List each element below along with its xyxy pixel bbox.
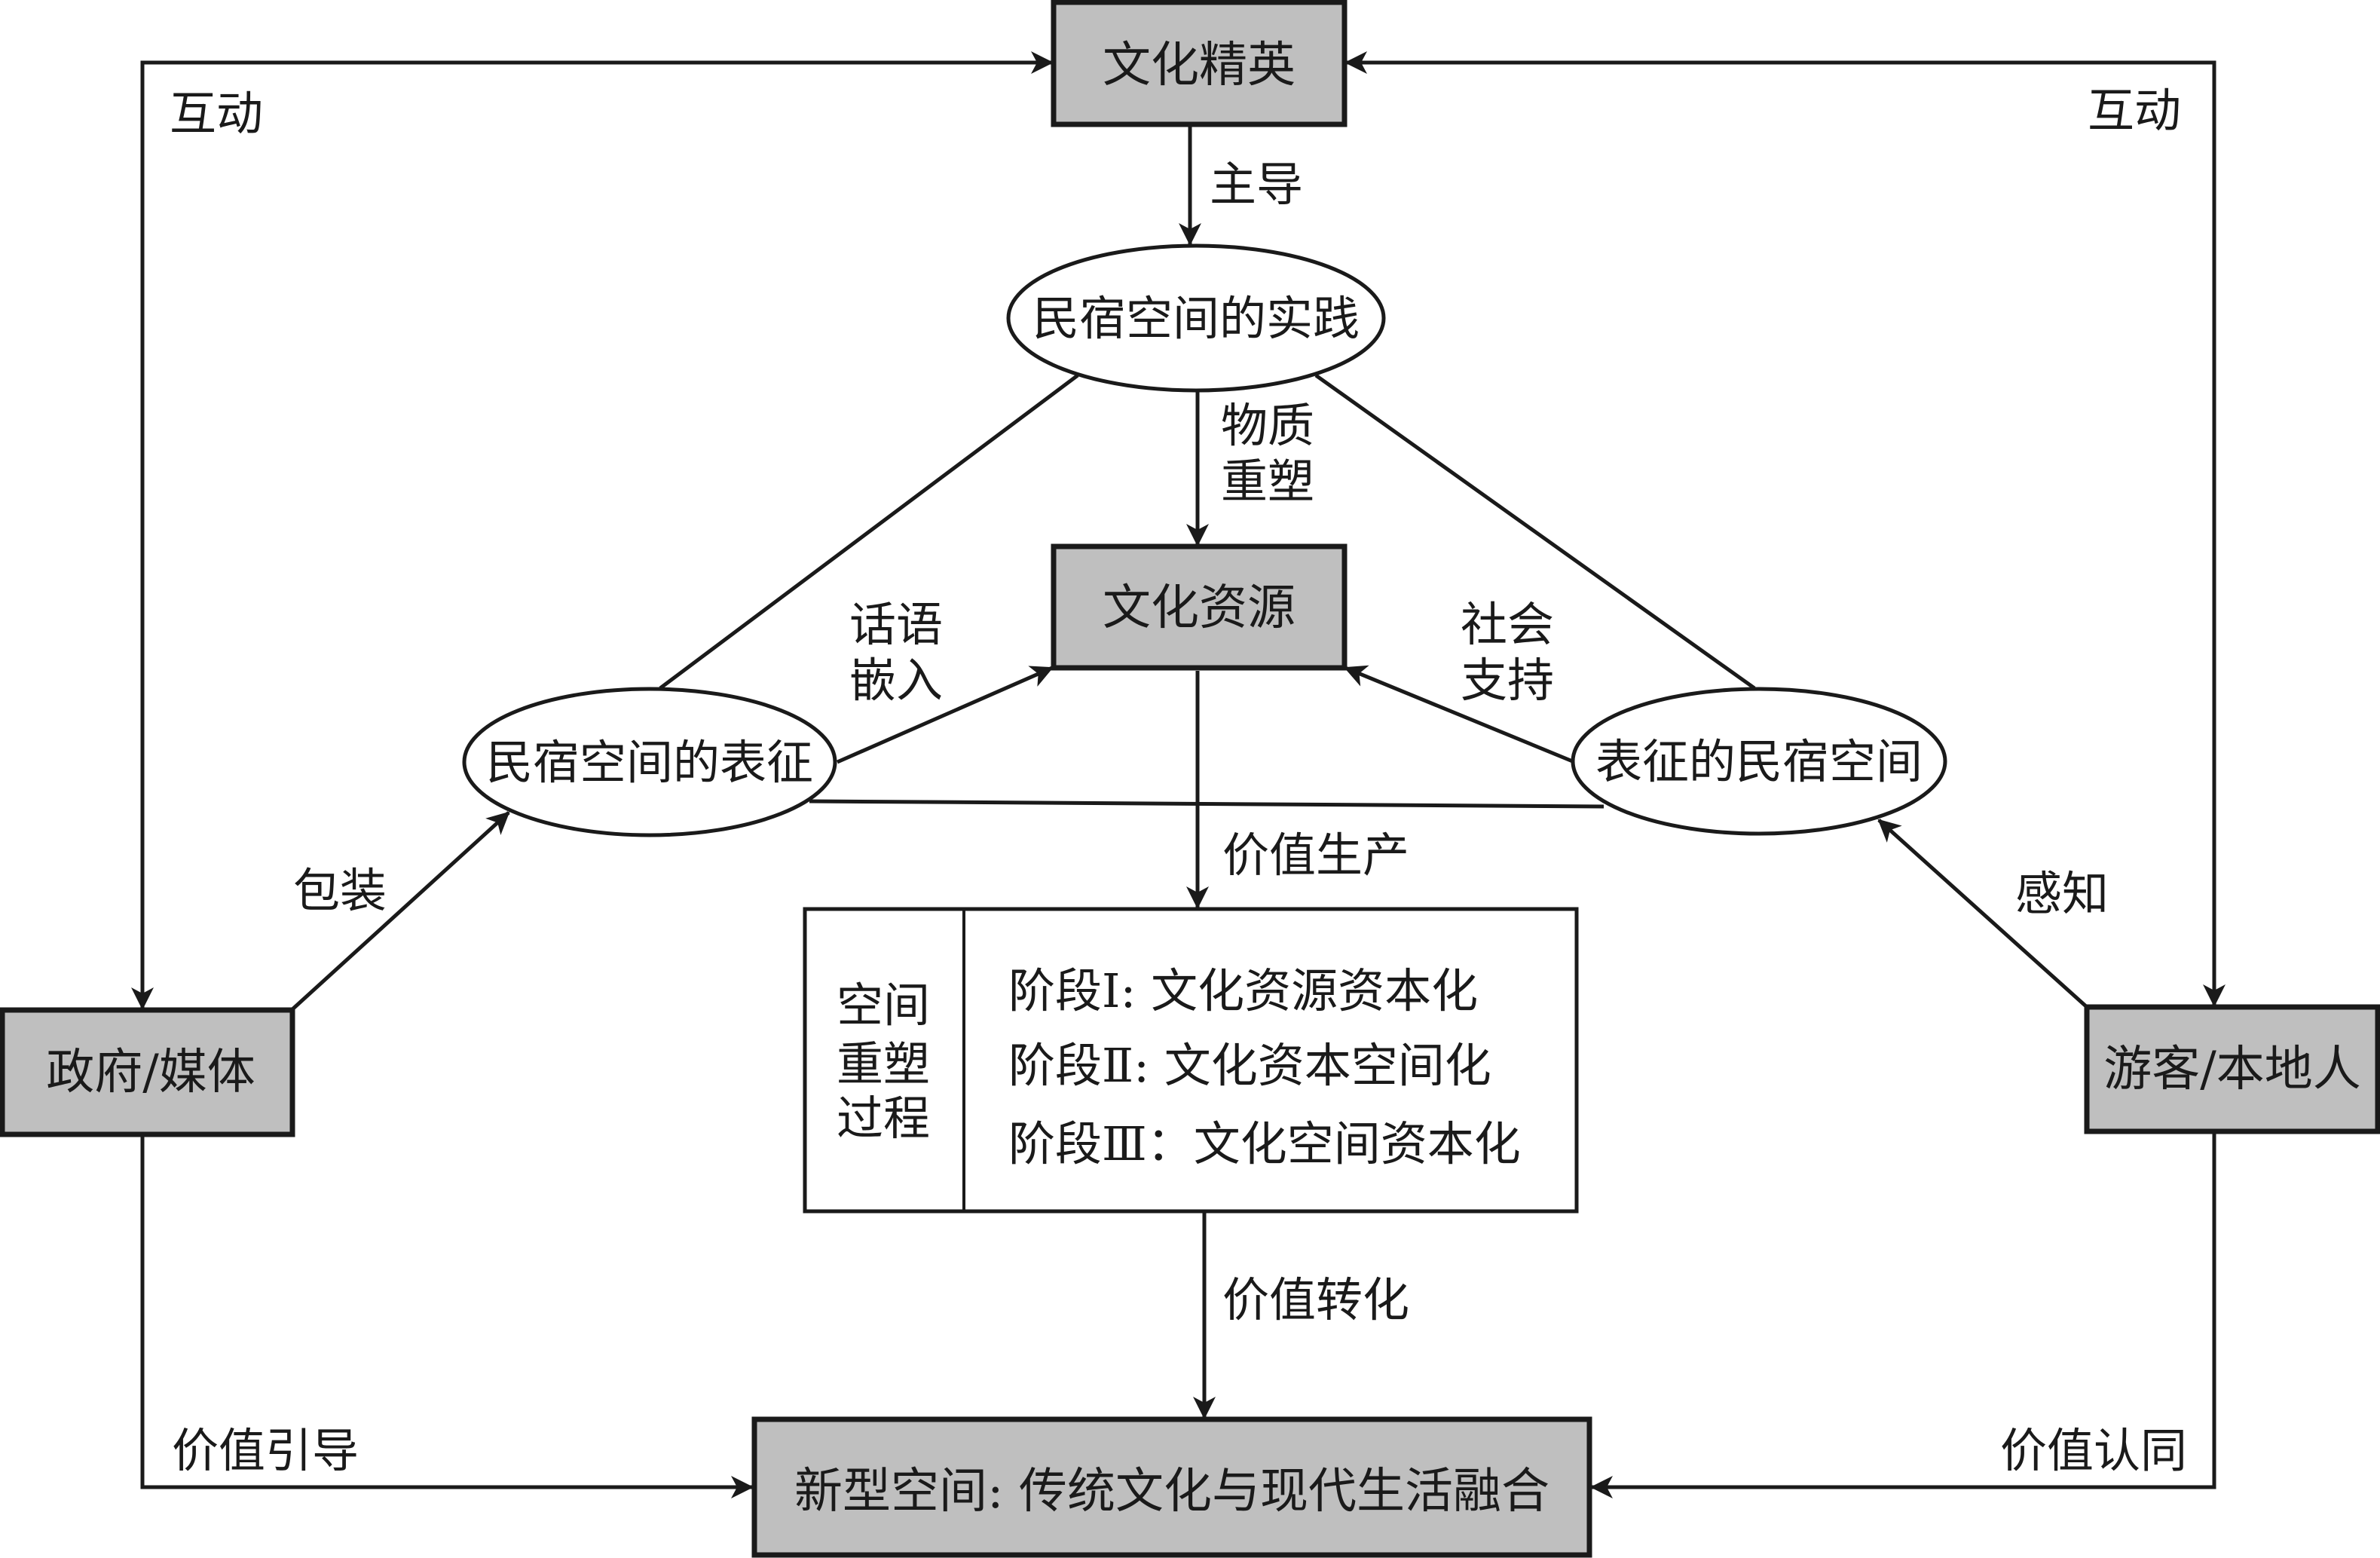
edge-elite-tourists [1346, 60, 2226, 1007]
label-social-support-2: 支持 [1461, 653, 1554, 708]
label-interaction-right: 互动 [2088, 83, 2181, 138]
node-cultural-elite[interactable]: 文化精英 [1051, 0, 1348, 127]
process-box[interactable]: 空间 重塑 过程 阶段Ⅰ: 文化资源资本化 阶段Ⅱ: 文化资本空间化 阶段Ⅲ：文… [803, 907, 1579, 1214]
node-representation-label: 民宿空间的表征 [486, 735, 813, 790]
label-packaging: 包装 [293, 863, 387, 918]
node-practice-label: 民宿空间的实践 [1032, 291, 1360, 346]
label-value-transformation: 价值转化 [1222, 1272, 1409, 1327]
node-tourists-locals[interactable]: 游客/本地人 [2084, 1004, 2380, 1134]
process-stage-2: 阶段Ⅱ: 文化资本空间化 [1008, 1038, 1491, 1093]
node-government-media[interactable]: 政府/媒体 [0, 1007, 295, 1137]
node-represented-space-label: 表征的民宿空间 [1595, 734, 1923, 789]
edge-practice-representation [659, 373, 1079, 690]
process-title-line-2: 重塑 [837, 1036, 930, 1091]
process-title-line-1: 空间 [837, 978, 930, 1033]
edge-practice-represented-space [1314, 373, 1756, 690]
label-value-recognition: 价值认同 [2000, 1423, 2187, 1478]
process-title-line-3: 过程 [837, 1091, 930, 1146]
label-material-reshape-1: 物质 [1221, 398, 1314, 453]
node-tourists-locals-label: 游客/本地人 [2103, 1042, 2361, 1097]
edge-social-support [1344, 665, 1575, 764]
label-social-support-1: 社会 [1461, 597, 1554, 652]
node-cultural-elite-label: 文化精英 [1103, 38, 1296, 93]
edge-value-guidance [140, 1134, 754, 1498]
edge-elite-government [131, 60, 1052, 1010]
edge-representation-represented-space [809, 799, 1605, 809]
node-new-space[interactable]: 新型空间: 传统文化与现代生活融合 [751, 1416, 1592, 1558]
process-stage-1: 阶段Ⅰ: 文化资源资本化 [1008, 963, 1478, 1018]
label-discourse-embed-1: 话语 [849, 597, 943, 652]
node-representation[interactable]: 民宿空间的表征 [462, 687, 837, 837]
edge-packaging [291, 811, 510, 1011]
node-government-media-label: 政府/媒体 [46, 1045, 255, 1100]
label-material-reshape-2: 重塑 [1221, 454, 1314, 509]
label-value-guidance: 价值引导 [172, 1423, 359, 1478]
node-cultural-resources-label: 文化资源 [1103, 580, 1296, 636]
label-discourse-embed-2: 嵌入 [849, 653, 943, 708]
node-represented-space[interactable]: 表征的民宿空间 [1571, 687, 1947, 836]
edge-value-recognition [1590, 1131, 2216, 1498]
process-stage-3: 阶段Ⅲ：文化空间资本化 [1008, 1116, 1521, 1171]
label-lead: 主导 [1210, 157, 1303, 212]
label-value-production: 价值生产 [1222, 828, 1409, 883]
node-new-space-label: 新型空间: 传统文化与现代生活融合 [794, 1464, 1549, 1520]
edge-discourse-embed [836, 666, 1054, 764]
label-interaction-left: 互动 [170, 86, 263, 141]
node-practice[interactable]: 民宿空间的实践 [1006, 243, 1386, 393]
node-cultural-resources[interactable]: 文化资源 [1051, 543, 1348, 671]
label-perception: 感知 [2015, 866, 2109, 921]
edge-perception [1877, 819, 2088, 1009]
